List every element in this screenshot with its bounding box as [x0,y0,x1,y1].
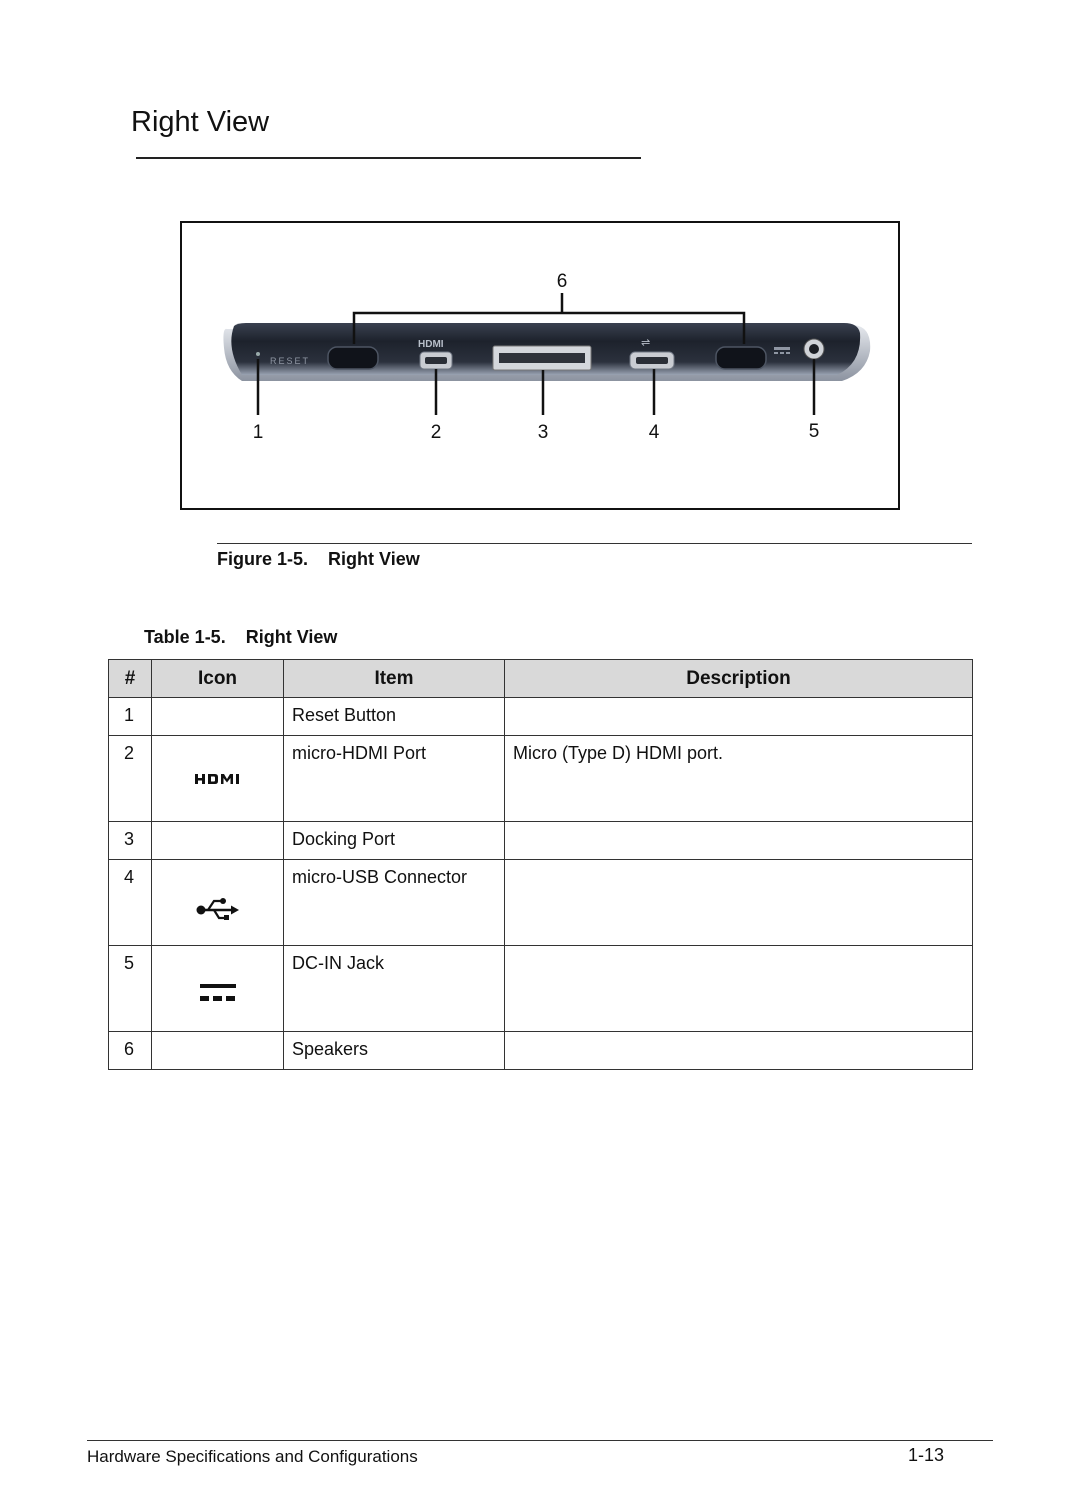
row-description [504,1031,973,1070]
callout-2: 2 [431,422,442,443]
row-item: Speakers [283,1031,505,1070]
row-description [504,697,973,736]
table-caption-number: Table 1-5. [144,627,226,647]
row-icon-cell [151,945,284,1032]
row-num: 1 [108,697,152,736]
caption-rule [217,543,972,544]
figure-right-view: RESET HDMI ⇌ [180,221,900,510]
table-row: 1 Reset Button [108,697,973,736]
callout-3: 3 [538,422,549,443]
usb-port-symbol: ⇌ [641,336,650,349]
table-row: 5 DC-IN Jack [108,945,973,1032]
footer-section-title: Hardware Specifications and Configuratio… [87,1447,418,1466]
figure-caption: Figure 1-5. Right View [217,549,420,570]
callout-6: 6 [557,271,568,292]
page-title: Right View [131,106,270,138]
table-caption-title: Right View [245,627,338,647]
right-speaker-grille [715,346,767,370]
row-num: 3 [108,821,152,860]
header-description: Description [504,659,973,698]
table-caption: Table 1-5. Right View [144,627,337,648]
left-speaker-grille [327,346,379,370]
dc-in-icon [199,984,236,1001]
row-icon-cell [151,859,284,946]
row-icon-cell [151,697,284,736]
page-number: 1-13 [908,1445,945,1465]
right-view-table: # Icon Item Description 1 Reset Button 2 [108,659,973,1070]
row-item: micro-HDMI Port [283,735,505,822]
figure-caption-number: Figure 1-5. [217,549,309,569]
row-num: 6 [108,1031,152,1070]
row-item: micro-USB Connector [283,859,505,946]
row-item: Docking Port [283,821,505,860]
figure-caption-title: Right View [328,549,420,569]
row-description: Micro (Type D) HDMI port. [504,735,973,822]
row-num: 5 [108,945,152,1032]
row-description [504,821,973,860]
row-item: Reset Button [283,697,505,736]
table-row: 6 Speakers [108,1031,973,1070]
row-icon-cell [151,821,284,860]
table-row: 2 micro-HDMI Port Micro (Type D) HDMI po… [108,735,973,822]
hdmi-icon [194,774,239,784]
tablet-side-illustration: RESET HDMI ⇌ [223,271,871,443]
table-row: 3 Docking Port [108,821,973,860]
callout-4: 4 [649,422,660,443]
table-header-row: # Icon Item Description [108,659,973,698]
speaker-callout-bracket [352,293,746,344]
row-num: 4 [108,859,152,946]
row-icon-cell [151,735,284,822]
reset-hole [256,352,260,356]
header-icon: Icon [151,659,284,698]
reset-label: RESET [270,356,310,366]
row-icon-cell [151,1031,284,1070]
header-item: Item [283,659,505,698]
title-underline [136,157,641,159]
callout-1: 1 [253,422,264,443]
callout-lines [256,359,816,415]
header-num: # [108,659,152,698]
row-description [504,945,973,1032]
footer-rule [87,1440,993,1441]
row-item: DC-IN Jack [283,945,505,1032]
row-description [504,859,973,946]
callout-5: 5 [809,421,820,442]
table-row: 4 micro-U [108,859,973,946]
row-num: 2 [108,735,152,822]
usb-icon [196,898,239,920]
hdmi-port-label: HDMI [418,339,444,350]
